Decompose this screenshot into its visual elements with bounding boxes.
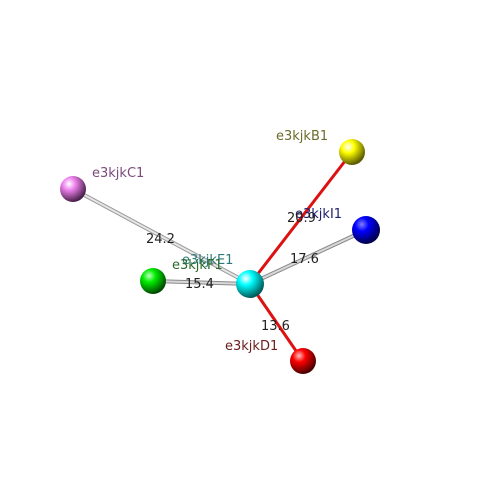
distance-label-f1-e1: 15.4 <box>185 277 214 292</box>
bond-i1-e1-highlight <box>249 229 367 285</box>
distance-label-c1-e1: 24.2 <box>146 232 175 247</box>
bond-f1-e1-highlight <box>152 280 251 285</box>
distance-labels: 24.2 20.9 17.6 15.4 13.6 <box>146 211 319 334</box>
distance-label-d1-e1: 13.6 <box>261 319 290 334</box>
atom-label-e1: e3kjkE1 <box>182 253 233 268</box>
atom-f1[interactable] <box>140 268 166 294</box>
atom-label-i1: e3kjkI1 <box>295 207 342 222</box>
bond-c1-e1-highlight <box>72 188 251 285</box>
distance-label-i1-e1: 17.6 <box>290 252 319 267</box>
bond-group <box>71 150 368 363</box>
atom-e1[interactable] <box>236 270 264 298</box>
atom-group <box>60 139 380 374</box>
atom-labels: e3kjkC1 e3kjkB1 e3kjkI1 e3kjkE1 e3kjkF1 … <box>92 129 342 354</box>
bond-d1-e1 <box>248 282 305 363</box>
atom-label-b1: e3kjkB1 <box>276 129 328 144</box>
atom-b1[interactable] <box>339 139 365 165</box>
atom-label-d1: e3kjkD1 <box>225 339 278 354</box>
atom-c1[interactable] <box>60 176 86 202</box>
atom-label-f1: e3kjkF1 <box>172 258 223 273</box>
atom-label-c1: e3kjkC1 <box>92 166 144 181</box>
atom-i1[interactable] <box>352 216 380 244</box>
bond-b1-e1 <box>248 150 354 286</box>
atom-d1[interactable] <box>290 348 316 374</box>
distance-label-b1-e1: 20.9 <box>287 211 316 226</box>
